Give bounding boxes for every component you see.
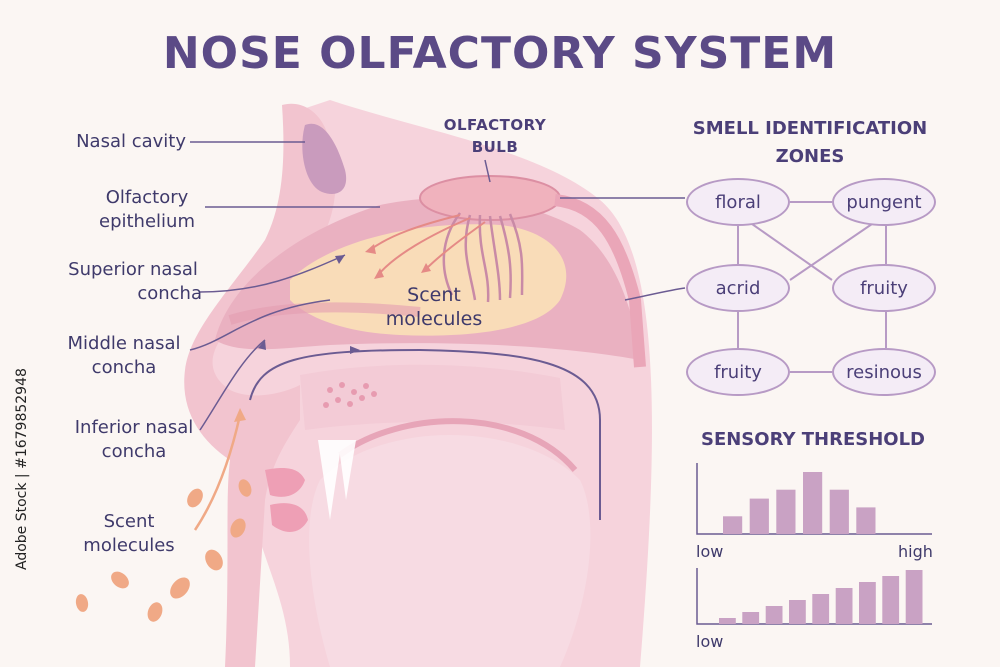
- label-scent-molecules-outer: Scent molecules: [66, 510, 192, 558]
- page-title: NOSE OLFACTORY SYSTEM: [162, 28, 838, 79]
- chart2-bar: [765, 606, 783, 624]
- label-scent-molecules-inner: Scent molecules: [372, 283, 496, 331]
- zone-node-floral: floral: [686, 178, 790, 226]
- chart2-low-label: low: [696, 632, 724, 651]
- label-superior-line2: concha: [137, 283, 202, 304]
- chart2-bar: [812, 594, 830, 624]
- teeth: [318, 440, 356, 520]
- throat-curve: [338, 418, 578, 472]
- label-superior-line1: Superior nasal: [68, 259, 198, 280]
- label-olfactory-bulb-line2: BULB: [471, 138, 519, 156]
- scent-arrowheads-inner: [365, 244, 431, 279]
- nasal-cavity-shape: [302, 123, 347, 194]
- olfactory-tract: [554, 194, 646, 368]
- label-inferior-line1: Inferior nasal: [74, 417, 194, 438]
- zone-node-fruity: fruity: [832, 264, 936, 312]
- concha-band: [228, 302, 421, 325]
- zone-node-fruity-2: fruity: [686, 348, 790, 396]
- chart2-axis: [696, 568, 932, 625]
- label-olfactory-epithelium: Olfactory epithelium: [82, 186, 212, 234]
- chart2-bar: [835, 588, 853, 624]
- label-scent-inner-line2: molecules: [385, 308, 483, 330]
- leader-arrowheads: [258, 255, 345, 350]
- label-middle-line1: Middle nasal: [67, 333, 181, 354]
- chart2-bar: [882, 576, 900, 624]
- zones-title: SMELL IDENTIFICATION ZONES: [660, 115, 960, 171]
- airflow-path: [249, 348, 601, 520]
- label-inferior-line2: concha: [101, 441, 167, 462]
- label-olfactory-bulb: OLFACTORY BULB: [425, 114, 565, 158]
- palate: [300, 364, 565, 430]
- chart2-bar: [859, 582, 876, 624]
- zones-title-line1: SMELL IDENTIFICATION: [692, 118, 928, 139]
- chart1-bar: [803, 472, 823, 534]
- chart2-bar: [905, 570, 923, 624]
- zone-node-acrid: acrid: [686, 264, 790, 312]
- nerve-fibers: [442, 212, 524, 303]
- scent-arrows-inner: [369, 214, 486, 276]
- label-olfactory-epithelium-line1: Olfactory: [105, 187, 189, 208]
- label-olfactory-bulb-line1: OLFACTORY: [443, 116, 547, 134]
- zone-node-resinous: resinous: [832, 348, 936, 396]
- chart1-bar: [723, 516, 743, 534]
- label-middle-line2: concha: [91, 357, 157, 378]
- tongue: [309, 435, 591, 667]
- label-nasal-cavity: Nasal cavity: [76, 131, 186, 152]
- chart1-high-label: high: [898, 542, 933, 561]
- label-inferior-nasal-concha: Inferior nasal concha: [64, 416, 204, 464]
- airflow-arrow: [350, 346, 360, 354]
- label-olfactory-epithelium-line2: epithelium: [99, 211, 195, 232]
- label-scent-outer-line2: molecules: [83, 535, 175, 556]
- chart1-bar: [776, 489, 796, 534]
- chart1-bar: [829, 489, 849, 534]
- label-superior-nasal-concha: Superior nasal concha: [58, 258, 208, 306]
- zone-node-pungent: pungent: [832, 178, 936, 226]
- leader-lines: [189, 141, 686, 431]
- lips: [265, 468, 308, 532]
- threshold-title: SENSORY THRESHOLD: [700, 429, 925, 450]
- zones-title-line2: ZONES: [775, 146, 845, 167]
- scent-inflow-arrowhead: [234, 408, 246, 422]
- chart2-bar: [719, 618, 736, 624]
- scent-particles: [75, 479, 252, 622]
- chart1-low-label: low: [696, 542, 724, 561]
- chart2-bar: [789, 600, 806, 624]
- label-scent-inner-line1: Scent: [407, 284, 461, 306]
- chart1-bar: [749, 498, 769, 534]
- chart1-axis: [696, 463, 932, 535]
- scent-inflow-arrow: [193, 414, 242, 531]
- chart1-bar: [856, 507, 876, 534]
- watermark: Adobe Stock | #1679852948: [14, 368, 30, 570]
- label-scent-outer-line1: Scent: [103, 511, 155, 532]
- palate-dots: [323, 382, 377, 408]
- chart2-bar: [742, 612, 760, 624]
- label-middle-nasal-concha: Middle nasal concha: [56, 332, 192, 380]
